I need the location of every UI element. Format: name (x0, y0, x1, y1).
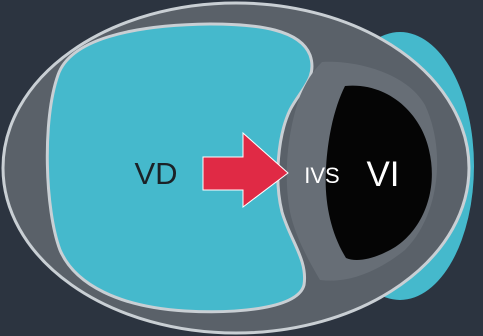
label-septum: IVS (304, 163, 339, 188)
label-right-ventricle: VD (134, 156, 177, 191)
label-left-ventricle: VI (366, 155, 399, 194)
